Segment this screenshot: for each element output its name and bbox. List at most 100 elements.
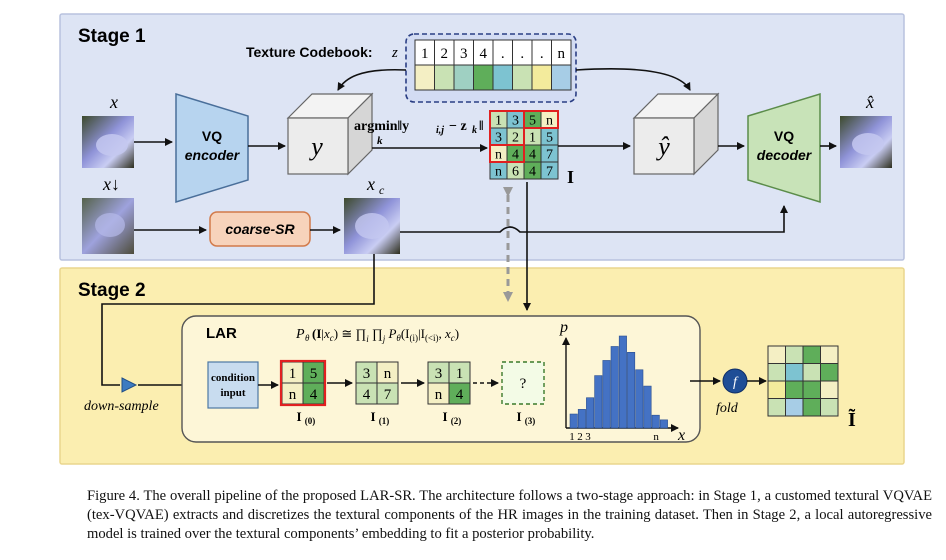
codebook-index: . bbox=[520, 46, 524, 62]
codebook-vector-cell bbox=[473, 64, 494, 91]
step-cell bbox=[448, 382, 471, 405]
svg-text:‖: ‖ bbox=[479, 119, 484, 134]
codebook-label: Texture Codebook: bbox=[246, 44, 373, 60]
codebook-vector-cell bbox=[531, 64, 552, 91]
step-cell-value: 4 bbox=[310, 387, 318, 403]
index-value: 6 bbox=[512, 165, 519, 180]
output-label: Ĩ bbox=[848, 408, 856, 431]
stage1-label: Stage 1 bbox=[78, 26, 146, 47]
step-cell-value: 4 bbox=[363, 387, 371, 403]
svg-text:k: k bbox=[472, 125, 477, 136]
output-grid bbox=[767, 345, 839, 417]
histogram-bar bbox=[569, 413, 578, 429]
output-grid-cell bbox=[802, 398, 821, 417]
step-cell bbox=[376, 382, 399, 405]
codebook-vector-cell bbox=[492, 64, 513, 91]
index-highlight bbox=[523, 110, 559, 129]
output-grid-cell bbox=[820, 363, 839, 382]
index-highlight bbox=[489, 144, 525, 163]
x-down-label: x↓ bbox=[102, 174, 120, 194]
step-cell-value: n bbox=[384, 366, 392, 382]
histogram-tick: n bbox=[653, 431, 659, 443]
step-label: I bbox=[442, 409, 447, 424]
step-sub: (2) bbox=[451, 416, 462, 426]
output-grid-cell bbox=[785, 345, 804, 364]
step-cell-value: 3 bbox=[435, 366, 443, 382]
codebook-index: 2 bbox=[441, 46, 449, 62]
histogram-bar bbox=[635, 369, 644, 429]
index-value: 3 bbox=[495, 131, 502, 146]
histogram-bar bbox=[594, 375, 603, 429]
codebook-index: 4 bbox=[480, 46, 488, 62]
step-sub: (0) bbox=[305, 416, 316, 426]
downsample-icon bbox=[121, 377, 138, 393]
step-label: I bbox=[370, 409, 375, 424]
step-highlight bbox=[279, 359, 327, 407]
histogram-bar bbox=[618, 335, 627, 429]
index-cell bbox=[540, 161, 559, 180]
condition-line2: input bbox=[220, 387, 245, 399]
output-grid-cell bbox=[785, 363, 804, 382]
svg-text:− z: − z bbox=[449, 119, 467, 134]
index-value: 1 bbox=[495, 114, 502, 129]
codebook-vector-cell bbox=[453, 64, 474, 91]
output-grid-cell bbox=[802, 345, 821, 364]
downsample-label: down-sample bbox=[84, 399, 159, 414]
x-label: x bbox=[109, 92, 118, 112]
index-value: n bbox=[546, 114, 553, 129]
encoder-line2: encoder bbox=[185, 147, 241, 163]
step-label: I bbox=[296, 409, 301, 424]
output-grid-cell bbox=[820, 380, 839, 399]
output-grid-cell bbox=[785, 380, 804, 399]
decoder-line1: VQ bbox=[774, 128, 794, 144]
index-label: I bbox=[567, 167, 574, 187]
step-cell-value: n bbox=[289, 387, 297, 403]
output-grid-cell bbox=[820, 398, 839, 417]
argmin-text: argmin‖y bbox=[354, 119, 409, 134]
coarse-sr-label: coarse-SR bbox=[225, 221, 295, 237]
output-grid-cell bbox=[785, 398, 804, 417]
codebook-to-yhat-arrow bbox=[575, 68, 691, 91]
codebook-var: z bbox=[391, 45, 398, 61]
encoder-line1: VQ bbox=[202, 128, 222, 144]
index-value: n bbox=[495, 165, 502, 180]
xhat-label: x̂ bbox=[865, 92, 874, 112]
output-grid-cell bbox=[767, 380, 786, 399]
step-sub: (1) bbox=[379, 416, 390, 426]
index-value: 7 bbox=[546, 148, 553, 163]
histogram-bar bbox=[610, 346, 619, 429]
histogram-tick: 3 bbox=[585, 431, 591, 443]
coarse-sr-box bbox=[209, 211, 311, 247]
xc-sub: c bbox=[379, 183, 385, 197]
step-unknown: ? bbox=[520, 376, 527, 392]
vq-decoder bbox=[747, 92, 821, 204]
output-grid-cell bbox=[802, 363, 821, 382]
codebook-vector-cell bbox=[434, 64, 455, 91]
output-grid-cell bbox=[767, 363, 786, 382]
codebook-vector-cell bbox=[414, 64, 435, 91]
decoder-line2: decoder bbox=[757, 147, 813, 163]
index-value: 7 bbox=[546, 165, 553, 180]
step-cell-value: 4 bbox=[456, 387, 464, 403]
index-value: 5 bbox=[546, 131, 553, 146]
svg-text:θ: θ bbox=[305, 333, 310, 343]
histogram-tick: 1 bbox=[569, 431, 575, 443]
output-grid-cell bbox=[802, 380, 821, 399]
index-value: 3 bbox=[512, 114, 519, 129]
index-value: 5 bbox=[529, 114, 536, 129]
step-cell-value: 1 bbox=[289, 366, 297, 382]
yhat-label: ŷ bbox=[655, 132, 670, 161]
fold-label: fold bbox=[716, 401, 739, 416]
figure-caption: Figure 4. The overall pipeline of the pr… bbox=[87, 488, 932, 542]
index-value: 1 bbox=[529, 131, 536, 146]
step-unknown-box bbox=[501, 361, 545, 405]
lar-label: LAR bbox=[206, 325, 237, 342]
histogram-bar bbox=[602, 360, 611, 429]
yhat-cube bbox=[632, 92, 720, 176]
histogram-bar bbox=[659, 419, 668, 429]
xc-label: x bbox=[366, 174, 375, 194]
x-axis-label: x bbox=[677, 427, 685, 444]
f-symbol: f bbox=[733, 375, 739, 390]
